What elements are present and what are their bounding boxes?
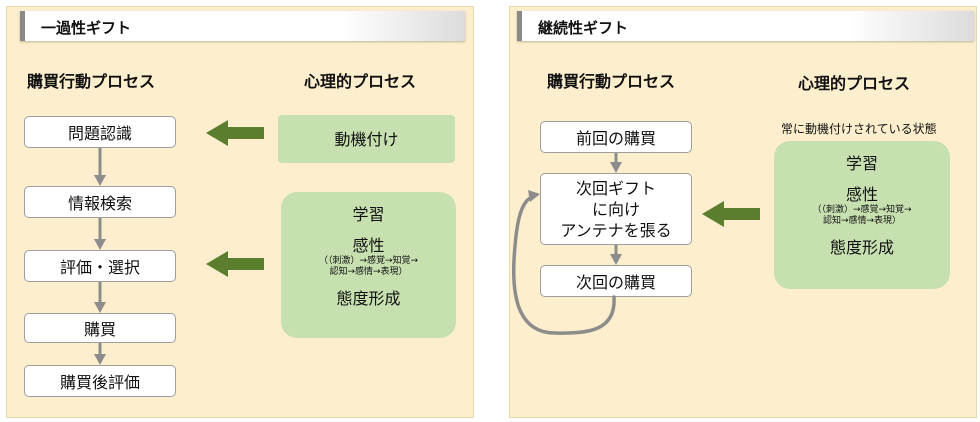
constant-motivation-note: 常に動機付けされている状態 <box>781 122 937 136</box>
step-post-purchase-evaluation: 購買後評価 <box>24 365 176 397</box>
left-down-arrow-1 <box>94 148 106 186</box>
step-evaluation-selection: 評価・選択 <box>24 250 176 282</box>
right-buying-process-heading: 購買行動プロセス <box>547 72 676 91</box>
motivation-box: 動機付け <box>278 115 455 163</box>
right-title-bar: 継続性ギフト <box>517 11 974 41</box>
left-title-bar: 一過性ギフト <box>20 11 465 41</box>
left-learning-label: 学習 <box>352 205 385 224</box>
step-problem-recognition: 問題認識 <box>24 116 176 148</box>
motivation-label: 動機付け <box>334 129 399 149</box>
motivation-arrow <box>206 120 264 146</box>
left-sensibility-detail-1: （（刺激）→感覚→知覚→ <box>318 256 419 266</box>
left-title: 一過性ギフト <box>41 19 132 37</box>
left-down-arrow-3 <box>94 282 106 313</box>
right-learning-label: 学習 <box>845 154 878 173</box>
step-previous-purchase: 前回の購買 <box>540 121 692 153</box>
right-psych-process-heading: 心理的プロセス <box>798 74 911 93</box>
right-attitude-label: 態度形成 <box>829 238 894 257</box>
loop-arrow <box>511 190 616 335</box>
right-title: 継続性ギフト <box>538 19 629 37</box>
right-down-arrow-2 <box>610 245 622 265</box>
right-learning-arrow <box>702 201 760 227</box>
left-psych-process-heading: 心理的プロセス <box>304 72 417 91</box>
right-sensibility-detail-1: （（刺激）→感覚→知覚→ <box>812 205 912 215</box>
left-attitude-label: 態度形成 <box>336 289 401 308</box>
left-down-arrow-4 <box>94 343 106 365</box>
antenna-line-3: アンテナを張る <box>560 220 672 240</box>
left-buying-process-heading: 購買行動プロセス <box>27 72 156 91</box>
left-learning-box: 学習 感性 （（刺激）→感覚→知覚→ 認知→感情→表現） 態度形成 <box>281 192 456 338</box>
right-sensibility-detail-2: 認知→感情→表現） <box>822 216 902 226</box>
right-learning-box: 学習 感性 （（刺激）→感覚→知覚→ 認知→感情→表現） 態度形成 <box>774 141 950 289</box>
step-antenna: 次回ギフト に向け アンテナを張る <box>540 173 692 245</box>
step-next-purchase: 次回の購買 <box>540 265 692 297</box>
right-down-arrow-1 <box>610 153 622 173</box>
left-down-arrow-2 <box>94 218 106 250</box>
antenna-line-2: に向け <box>591 199 640 219</box>
step-information-search: 情報検索 <box>24 186 176 218</box>
step-purchase: 購買 <box>24 313 176 343</box>
left-sensibility-label: 感性 <box>352 236 385 255</box>
right-sensibility-label: 感性 <box>845 185 878 204</box>
learning-arrow <box>206 251 264 277</box>
antenna-line-1: 次回ギフト <box>575 178 656 198</box>
left-sensibility-detail-2: 認知→感情→表現） <box>329 267 408 277</box>
